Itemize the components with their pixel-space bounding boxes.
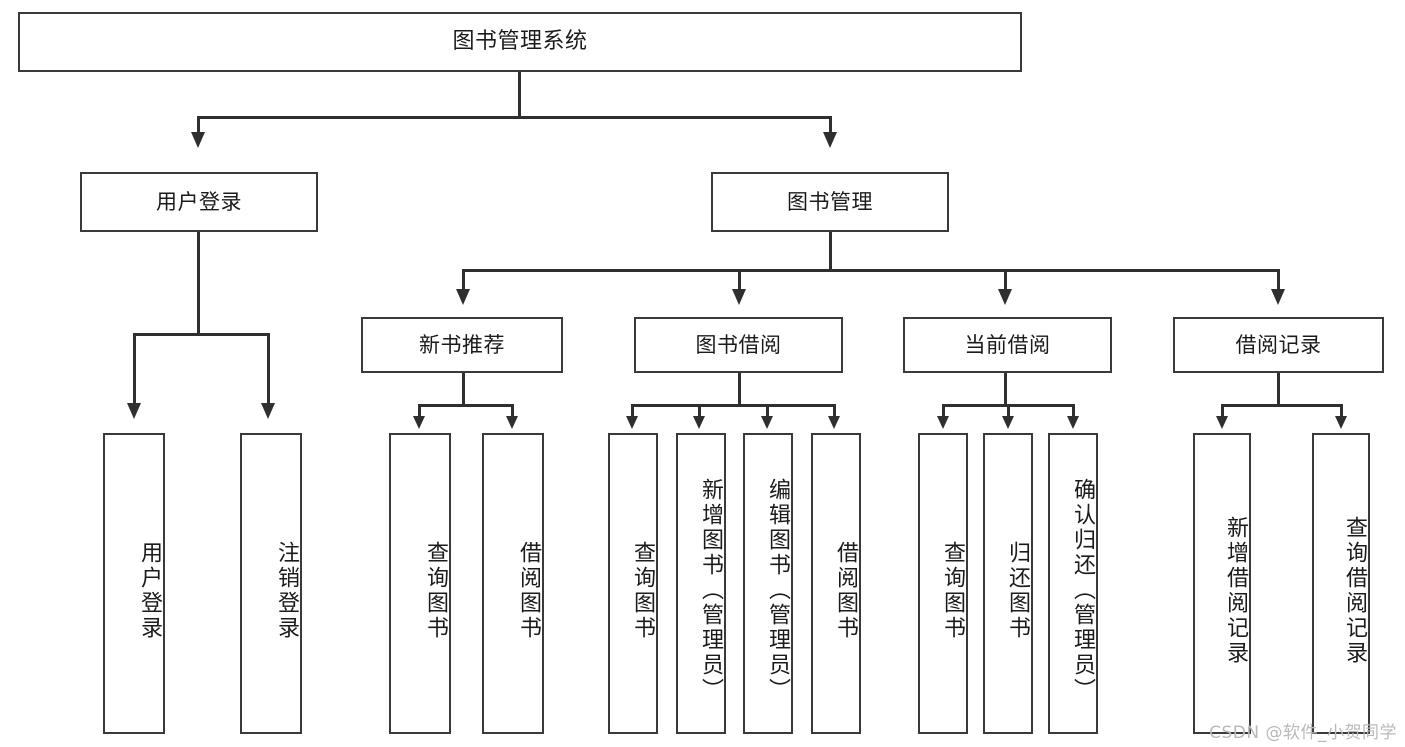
arrowhead-new-book-to-leaf-2: [506, 416, 518, 429]
arrowhead-new-book-to-leaf-1: [413, 416, 425, 429]
connector-user-login-stem: [197, 232, 200, 336]
node-leaf-logout-login[interactable]: 注销登录: [240, 433, 302, 734]
node-root-book-management-system[interactable]: 图书管理系统: [18, 12, 1022, 72]
node-label: 归还图书: [1005, 540, 1030, 641]
node-leaf-query-book-borrow[interactable]: 查询图书: [608, 433, 658, 734]
connector-book-borrow-to-leaf-3: [766, 404, 769, 418]
connector-root-stem: [518, 72, 521, 118]
node-label: 图书借阅: [695, 332, 782, 357]
arrowhead-book-manage-to-borrow-record: [1271, 289, 1285, 305]
node-leaf-borrow-book[interactable]: 借阅图书: [811, 433, 861, 734]
connector-current-borrow-stem: [1004, 373, 1007, 407]
csdn-watermark: CSDN @软件_小贺同学: [1209, 723, 1397, 743]
arrowhead-user-login-to-leaf-1: [127, 403, 141, 419]
arrowhead-borrow-record-to-leaf-2: [1335, 416, 1347, 429]
node-label: 借阅图书: [833, 540, 858, 641]
node-label: 新增图书（管理员）: [698, 478, 723, 703]
connector-new-book-to-leaf-1: [418, 404, 421, 418]
node-label: 查询图书: [630, 540, 655, 641]
node-leaf-add-borrow-record[interactable]: 新增借阅记录: [1193, 433, 1251, 734]
node-label: 图书管理系统: [452, 29, 588, 55]
arrowhead-user-login-to-leaf-2: [261, 403, 275, 419]
node-label: 查询图书: [423, 540, 448, 641]
arrowhead-borrow-record-to-leaf-1: [1216, 416, 1228, 429]
arrowhead-book-manage-to-current-borrow: [998, 289, 1012, 305]
node-leaf-query-book-recommend[interactable]: 查询图书: [389, 433, 451, 734]
connector-new-book-stem: [462, 373, 465, 407]
node-label: 查询图书: [940, 540, 965, 641]
connector-user-login-to-leaf-1: [133, 333, 136, 405]
node-leaf-confirm-return[interactable]: 确认归还（管理员）: [1048, 433, 1098, 734]
node-label: 确认归还（管理员）: [1070, 478, 1095, 703]
node-leaf-user-login[interactable]: 用户登录: [103, 433, 165, 734]
connector-root-to-book-manage: [829, 116, 832, 134]
connector-book-borrow-bus: [631, 404, 835, 407]
node-label: 新增借阅记录: [1223, 515, 1248, 666]
connector-root-to-user-login: [197, 116, 200, 134]
arrowhead-book-borrow-to-leaf-2: [693, 416, 705, 429]
arrowhead-book-manage-to-book-borrow: [732, 289, 746, 305]
node-leaf-add-book[interactable]: 新增图书（管理员）: [676, 433, 726, 734]
arrowhead-book-borrow-to-leaf-4: [828, 416, 840, 429]
arrowhead-book-borrow-to-leaf-3: [761, 416, 773, 429]
connector-new-book-to-leaf-2: [511, 404, 514, 418]
node-label: 注销登录: [274, 540, 299, 641]
connector-book-borrow-to-leaf-2: [698, 404, 701, 418]
node-label: 用户登录: [156, 189, 242, 214]
node-leaf-edit-book[interactable]: 编辑图书（管理员）: [743, 433, 793, 734]
connector-book-manage-bus: [462, 269, 1280, 272]
node-label: 查询借阅记录: [1342, 515, 1367, 666]
connector-borrow-record-to-leaf-2: [1340, 404, 1343, 418]
connector-book-manage-to-book-borrow: [738, 269, 741, 291]
node-current-borrow[interactable]: 当前借阅: [903, 317, 1112, 373]
arrowhead-book-manage-to-new-book: [456, 289, 470, 305]
connector-user-login-to-leaf-2: [267, 333, 270, 405]
connector-book-borrow-to-leaf-1: [631, 404, 634, 418]
connector-book-manage-stem: [829, 232, 832, 272]
connector-book-manage-to-borrow-record: [1277, 269, 1280, 291]
node-book-management[interactable]: 图书管理: [711, 172, 949, 232]
connector-borrow-record-stem: [1277, 373, 1280, 407]
node-label: 用户登录: [137, 540, 162, 641]
node-label: 编辑图书（管理员）: [765, 478, 790, 703]
node-leaf-return-book[interactable]: 归还图书: [983, 433, 1033, 734]
node-leaf-query-borrow-record[interactable]: 查询借阅记录: [1312, 433, 1370, 734]
node-label: 当前借阅: [964, 332, 1051, 357]
node-new-book-recommend[interactable]: 新书推荐: [361, 317, 563, 373]
node-label: 图书管理: [787, 189, 873, 214]
arrowhead-book-borrow-to-leaf-1: [626, 416, 638, 429]
connector-borrow-record-to-leaf-1: [1221, 404, 1224, 418]
node-label: 新书推荐: [419, 332, 505, 357]
connector-current-borrow-to-leaf-2: [1007, 404, 1010, 418]
connector-user-login-bus: [133, 333, 270, 336]
connector-current-borrow-to-leaf-1: [942, 404, 945, 418]
node-borrow-record[interactable]: 借阅记录: [1173, 317, 1384, 373]
node-user-login[interactable]: 用户登录: [80, 172, 318, 232]
connector-book-borrow-stem: [738, 373, 741, 407]
arrowhead-current-borrow-to-leaf-3: [1067, 416, 1079, 429]
node-leaf-borrow-book-recommend[interactable]: 借阅图书: [482, 433, 544, 734]
node-leaf-query-book-current[interactable]: 查询图书: [918, 433, 968, 734]
connector-book-manage-to-current-borrow: [1004, 269, 1007, 291]
connector-borrow-record-bus: [1221, 404, 1343, 407]
node-label: 借阅记录: [1235, 332, 1322, 357]
connector-current-borrow-to-leaf-3: [1072, 404, 1075, 418]
node-book-borrow[interactable]: 图书借阅: [634, 317, 843, 373]
arrowhead-root-to-book-manage: [823, 132, 837, 148]
connector-book-borrow-to-leaf-4: [833, 404, 836, 418]
connector-book-manage-to-new-book: [462, 269, 465, 291]
node-label: 借阅图书: [516, 540, 541, 641]
connector-root-bus: [197, 116, 831, 119]
connector-new-book-bus: [418, 404, 514, 407]
arrowhead-current-borrow-to-leaf-2: [1002, 416, 1014, 429]
arrowhead-root-to-user-login: [191, 132, 205, 148]
arrowhead-current-borrow-to-leaf-1: [937, 416, 949, 429]
